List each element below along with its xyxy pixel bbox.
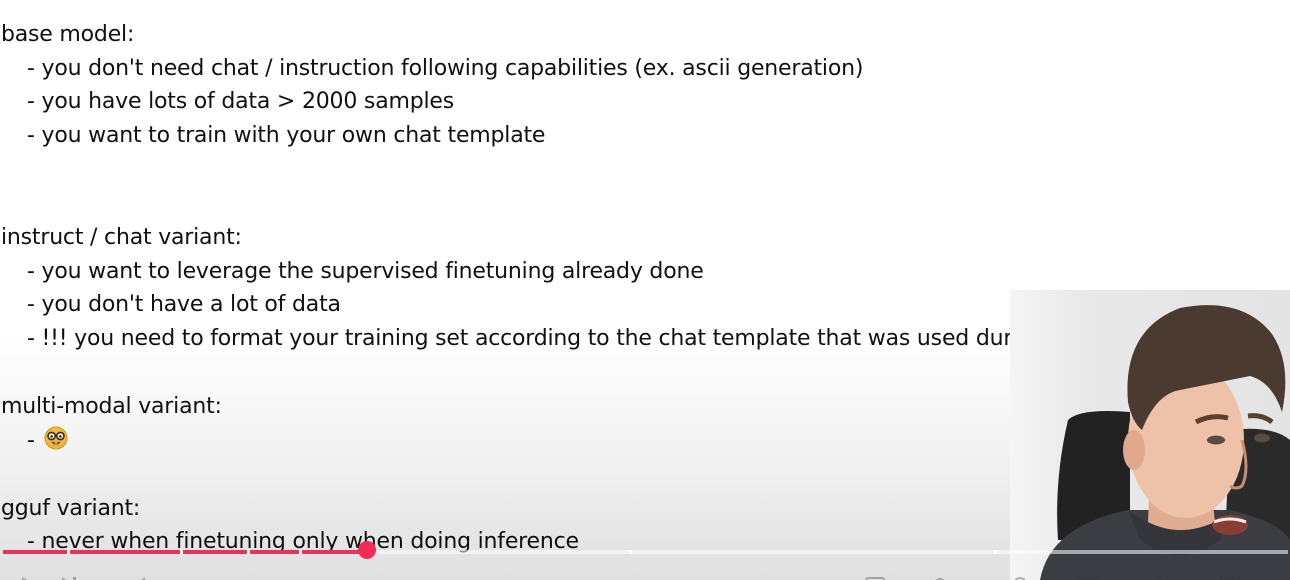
list-item: - you want to train with your own chat t… <box>27 123 546 148</box>
play-icon[interactable] <box>18 576 38 580</box>
chapter-marker <box>247 550 250 554</box>
section-heading-base-model: base model: <box>1 22 135 47</box>
list-item: - you want to leverage the supervised fi… <box>27 259 704 284</box>
list-item: - you have lots of data > 2000 samples <box>27 89 454 114</box>
section-heading-instruct-chat: instruct / chat variant: <box>1 225 242 250</box>
list-item: - you don't need chat / instruction foll… <box>27 56 864 81</box>
scrubber-handle[interactable] <box>358 541 376 559</box>
theater-mode-icon[interactable] <box>1078 576 1098 580</box>
list-item: - never when finetuning only when doing … <box>27 529 579 554</box>
nerd-face-icon <box>44 426 68 458</box>
webcam-overlay <box>1010 290 1290 580</box>
volume-icon[interactable] <box>135 576 155 580</box>
next-icon[interactable] <box>60 576 80 580</box>
miniplayer-icon[interactable] <box>1010 576 1030 580</box>
cast-icon[interactable] <box>1150 576 1170 580</box>
chapter-marker <box>994 550 997 554</box>
progress-bar[interactable] <box>3 550 1288 554</box>
player-controls <box>0 558 1290 580</box>
progress-played <box>3 550 367 554</box>
list-item: - <box>27 426 68 458</box>
section-heading-gguf: gguf variant: <box>1 496 141 521</box>
chapter-marker <box>629 550 632 554</box>
presenter-video <box>1040 305 1290 580</box>
section-heading-multi-modal: multi-modal variant: <box>1 394 222 419</box>
fullscreen-icon[interactable] <box>1220 576 1240 580</box>
chapter-marker <box>299 550 302 554</box>
list-item-text: - <box>27 428 42 453</box>
captions-icon[interactable] <box>865 576 885 580</box>
list-item: - !!! you need to format your training s… <box>27 326 1179 351</box>
list-item: - you don't have a lot of data <box>27 292 341 317</box>
chapter-marker <box>180 550 183 554</box>
settings-icon[interactable] <box>930 576 950 580</box>
chapter-marker <box>67 550 70 554</box>
